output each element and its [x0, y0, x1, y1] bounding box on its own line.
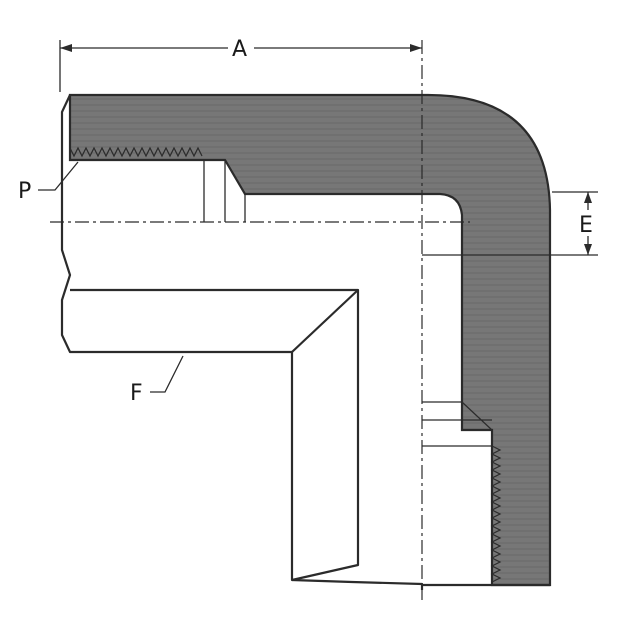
leader-p-line: [38, 161, 79, 191]
bottom-port-bore: [422, 401, 493, 447]
leader-f-label: F: [130, 381, 143, 406]
leader-f-line: [150, 355, 184, 393]
dim-a-label-bg: [228, 34, 254, 60]
top-port-threads: [69, 146, 203, 158]
dim-e-label-bg: [576, 210, 600, 236]
dim-e-label: E: [579, 213, 593, 238]
dim-a-arrow-right: [410, 44, 422, 52]
hex-flat-face: [70, 288, 360, 582]
sectioned-body: [68, 93, 552, 587]
dim-e-arrow-top: [584, 192, 592, 203]
dim-e-arrow-bottom: [584, 244, 592, 255]
bottom-port-threads: [490, 445, 502, 583]
hex-body-left: [60, 94, 424, 590]
leader-p-label: P: [18, 179, 31, 204]
dim-a-label: A: [232, 37, 247, 62]
dim-a-arrow-left: [60, 44, 72, 52]
top-port-chamfer: [224, 159, 246, 222]
hex-edge-diag: [291, 289, 359, 353]
